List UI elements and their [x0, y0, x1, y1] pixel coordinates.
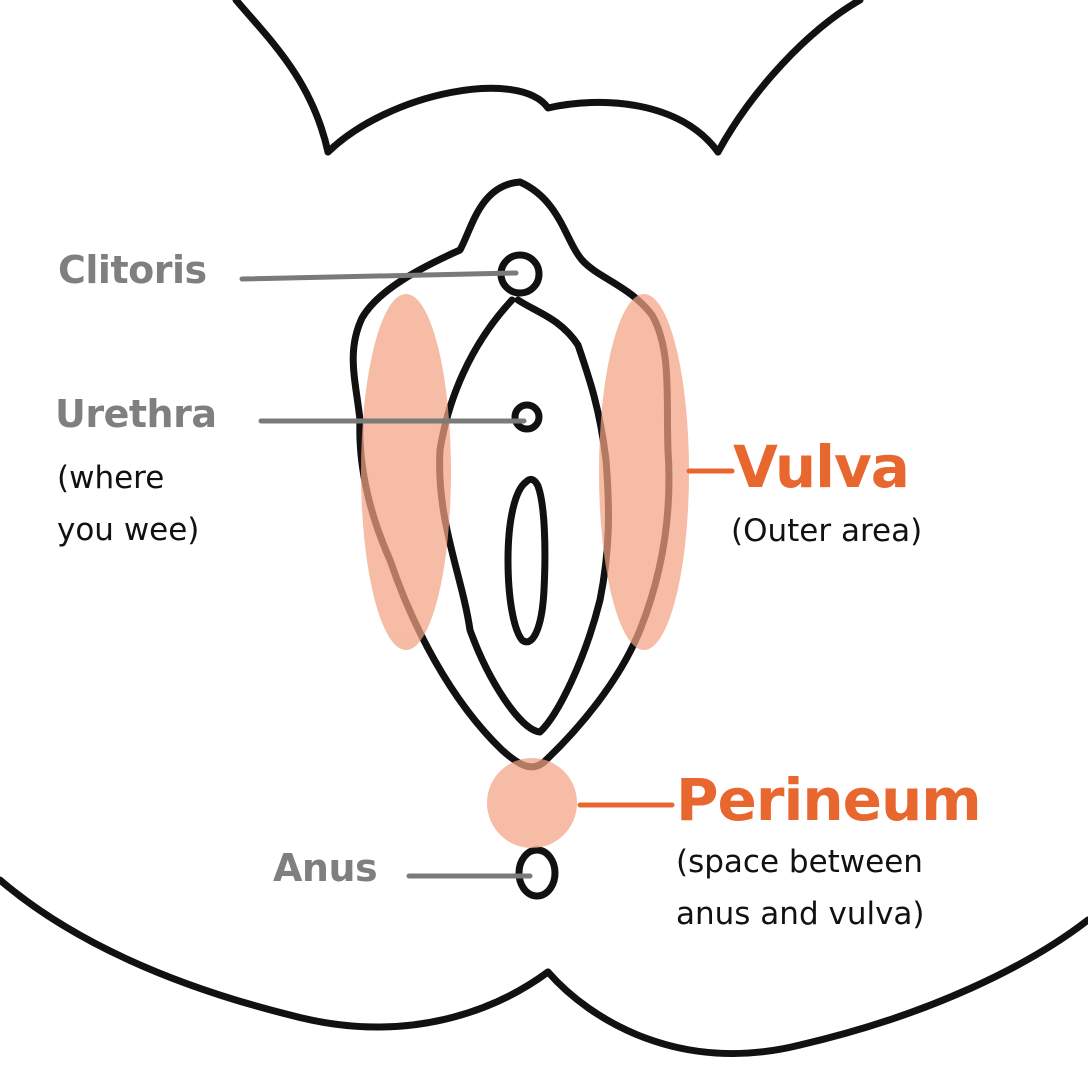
vulva-note: (Outer area) — [731, 513, 923, 549]
clitoris-leader-line — [239, 270, 519, 282]
anus-label: Anus — [273, 846, 378, 890]
urethra-label: Urethra — [55, 392, 217, 436]
perineum-label: Perineum — [676, 766, 982, 834]
urethra-circle — [511, 401, 543, 433]
vulva-label: Vulva — [733, 433, 910, 501]
vulva-highlight-left — [361, 294, 451, 650]
buttocks-top-center-curve — [324, 84, 722, 156]
urethra-note-line-1: (where — [57, 460, 165, 496]
inner-labia-outline — [436, 296, 612, 736]
anus-circle — [515, 846, 559, 900]
buttocks-bottom-left-curve — [0, 876, 552, 1031]
buttocks-top-right-curve — [714, 0, 864, 156]
clitoris-label: Clitoris — [58, 248, 207, 292]
buttocks-top-left-curve — [232, 0, 332, 156]
perineum-note-line-1: (space between — [676, 844, 923, 880]
vulva-highlight-right — [599, 294, 689, 650]
urethra-note-line-2: you wee) — [57, 512, 200, 548]
perineum-note-line-2: anus and vulva) — [676, 896, 925, 932]
perineum-highlight — [487, 758, 577, 848]
vaginal-opening — [504, 475, 549, 646]
buttocks-bottom-right-curve — [544, 916, 1088, 1057]
